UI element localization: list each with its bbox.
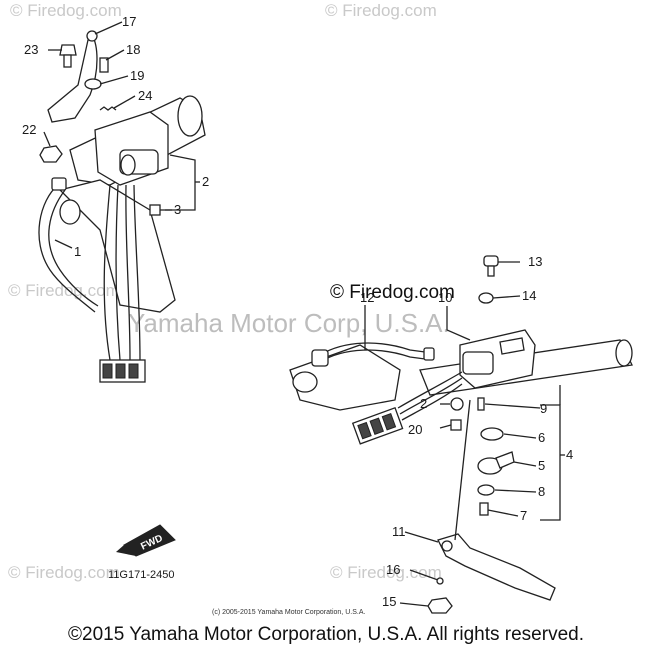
watermark-bottom-center: © Firedog.com bbox=[330, 563, 442, 582]
callout-13: 13 bbox=[528, 254, 542, 269]
callout-15: 15 bbox=[382, 594, 396, 609]
callout-3: 3 bbox=[174, 202, 181, 217]
callout-17: 17 bbox=[122, 14, 136, 29]
callout-2-left: 2 bbox=[202, 174, 209, 189]
leader-lines bbox=[43, 21, 565, 607]
callout-14: 14 bbox=[522, 288, 536, 303]
fwd-arrow: FWD bbox=[116, 524, 176, 557]
callout-23: 23 bbox=[24, 42, 38, 57]
callout-18: 18 bbox=[126, 42, 140, 57]
callout-12: 12 bbox=[360, 290, 374, 305]
callout-16: 16 bbox=[386, 562, 400, 577]
callout-22: 22 bbox=[22, 122, 36, 137]
watermark-top-left: © Firedog.com bbox=[10, 1, 122, 20]
callout-2-right: 2 bbox=[420, 396, 427, 411]
diagram-part-number: 11G171-2450 bbox=[108, 569, 174, 581]
callout-19: 19 bbox=[130, 68, 144, 83]
callout-1: 1 bbox=[74, 244, 81, 259]
watermark-layer: © Firedog.com © Firedog.com © Firedog.co… bbox=[8, 1, 450, 582]
right-handlebar-assembly bbox=[289, 255, 633, 614]
firedog-brand-mark: © Firedog.com bbox=[330, 282, 455, 303]
callout-labels: 17 23 18 19 24 22 2 3 1 13 12 10 14 2 20… bbox=[22, 14, 573, 609]
watermark-top-center: © Firedog.com bbox=[325, 1, 437, 20]
callout-10: 10 bbox=[438, 290, 452, 305]
callout-11: 11 bbox=[392, 524, 406, 539]
callout-20: 20 bbox=[408, 422, 422, 437]
watermark-bottom-left: © Firedog.com bbox=[8, 563, 120, 582]
footer-copyright: ©2015 Yamaha Motor Corporation, U.S.A. A… bbox=[68, 624, 584, 645]
parts-diagram: © Firedog.com © Firedog.com © Firedog.co… bbox=[8, 1, 633, 616]
callout-5: 5 bbox=[538, 458, 545, 473]
watermark-mid-left: © Firedog.com bbox=[8, 281, 120, 300]
watermark-owner: Yamaha Motor Corp, U.S.A. bbox=[128, 308, 450, 338]
small-copyright: (c) 2005-2015 Yamaha Motor Corporation, … bbox=[212, 609, 365, 616]
callout-8: 8 bbox=[538, 484, 545, 499]
callout-4: 4 bbox=[566, 447, 573, 462]
callout-7: 7 bbox=[520, 508, 527, 523]
callout-6: 6 bbox=[538, 430, 545, 445]
callout-9: 9 bbox=[540, 401, 547, 416]
callout-24: 24 bbox=[138, 88, 152, 103]
left-handlebar-assembly bbox=[38, 30, 206, 383]
